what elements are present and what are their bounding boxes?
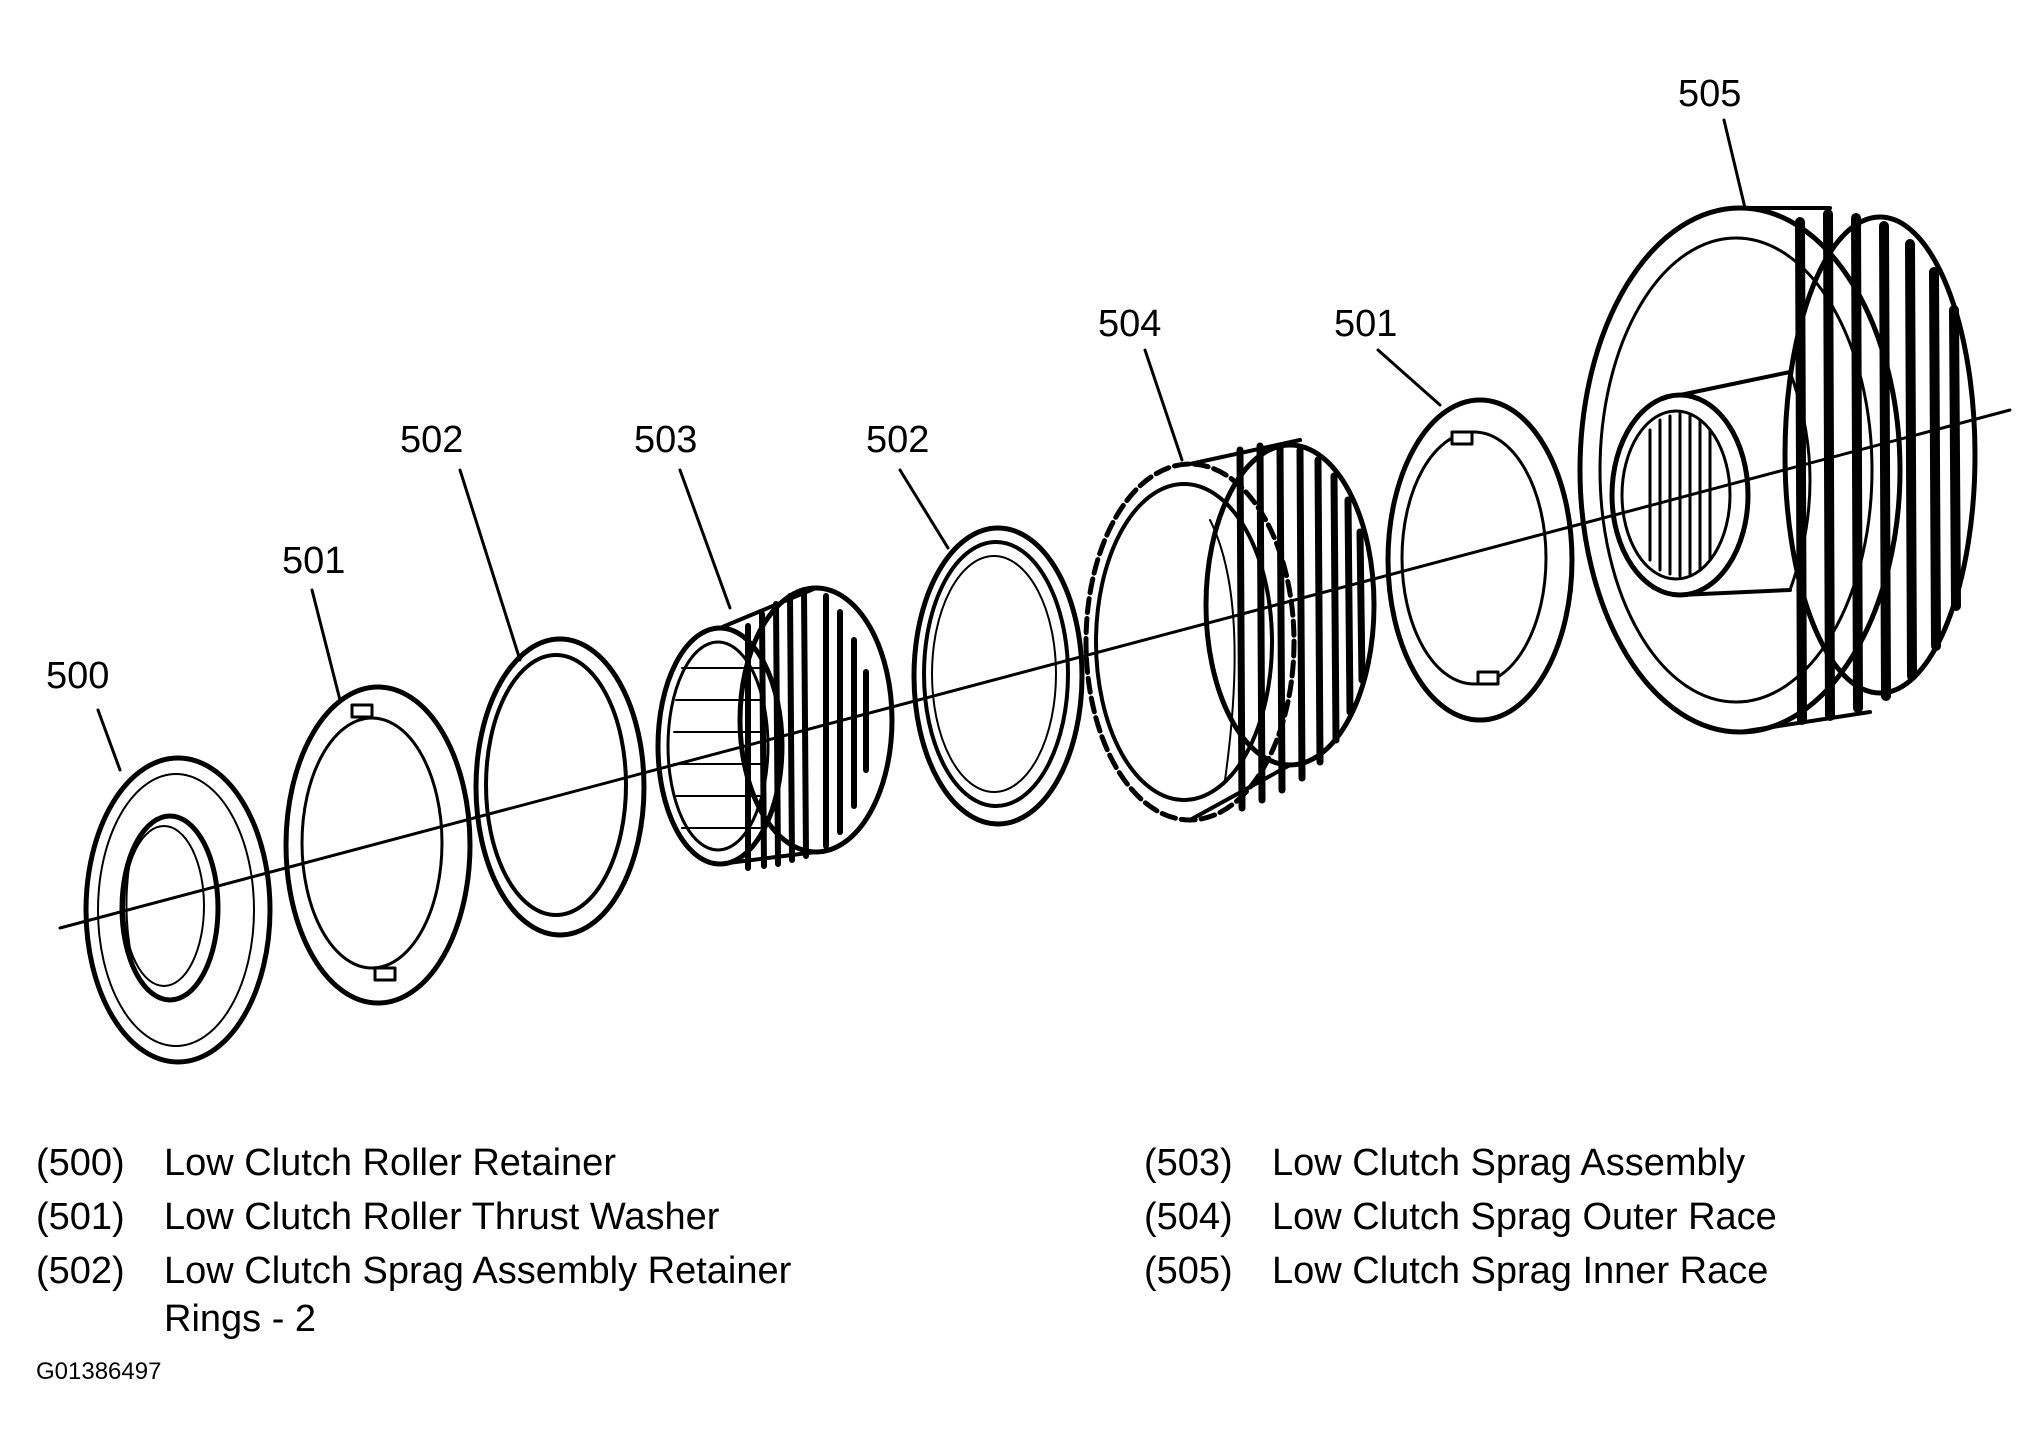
- part-501-thrust-washer-left: [283, 684, 473, 1006]
- leader-500: [96, 708, 122, 772]
- leader-504: [1143, 348, 1184, 462]
- legend-item-501: (501) Low Clutch Roller Thrust Washer: [36, 1190, 791, 1244]
- callout-501-right: 501: [1334, 303, 1397, 345]
- legend-text-wrap: Rings - 2: [164, 1298, 317, 1340]
- legend-code: (505): [1144, 1250, 1233, 1292]
- callout-500: 500: [46, 655, 109, 697]
- legend-left: (500) Low Clutch Roller Retainer (501) L…: [36, 1136, 791, 1346]
- part-501-thrust-washer-right: [1385, 397, 1575, 723]
- callout-501-left: 501: [282, 540, 345, 582]
- callout-504: 504: [1098, 303, 1161, 345]
- leader-501-right: [1376, 348, 1442, 407]
- legend-text: Low Clutch Sprag Outer Race: [1272, 1196, 1777, 1238]
- legend-text: Low Clutch Roller Thrust Washer: [164, 1196, 720, 1238]
- callout-503: 503: [634, 419, 697, 461]
- legend-code: (502): [36, 1250, 125, 1292]
- center-axis: [58, 408, 2012, 930]
- legend-item-504: (504) Low Clutch Sprag Outer Race: [1144, 1190, 1777, 1244]
- part-503-sprag-assembly: [655, 585, 895, 871]
- legend-code: (501): [36, 1196, 125, 1238]
- legend-code: (500): [36, 1142, 125, 1184]
- legend-text: Low Clutch Sprag Assembly: [1272, 1142, 1746, 1184]
- part-505-sprag-inner-race: [1577, 205, 1978, 735]
- legend-item-502: (502) Low Clutch Sprag Assembly Retainer: [36, 1244, 791, 1298]
- legend-item-503: (503) Low Clutch Sprag Assembly: [1144, 1136, 1777, 1190]
- part-500-roller-retainer: [83, 755, 273, 1065]
- leader-502-right: [898, 468, 950, 550]
- legend-text: Low Clutch Sprag Assembly Retainer: [164, 1250, 792, 1292]
- leader-505: [1722, 118, 1747, 210]
- legend-code: (504): [1144, 1196, 1233, 1238]
- leader-501-left: [310, 588, 342, 702]
- legend-item-505: (505) Low Clutch Sprag Inner Race: [1144, 1244, 1777, 1298]
- callout-502-right: 502: [866, 419, 929, 461]
- legend-text: Low Clutch Roller Retainer: [164, 1142, 616, 1184]
- legend-item-502-continued: Rings - 2: [36, 1292, 791, 1346]
- callout-502-left: 502: [400, 419, 463, 461]
- callout-505: 505: [1678, 73, 1741, 115]
- legend-item-500: (500) Low Clutch Roller Retainer: [36, 1136, 791, 1190]
- part-502-retainer-ring-left: [473, 636, 647, 938]
- part-504-sprag-outer-race: [1083, 438, 1377, 823]
- part-502-retainer-ring-right: [911, 525, 1085, 827]
- legend-right: (503) Low Clutch Sprag Assembly (504) Lo…: [1144, 1136, 1777, 1298]
- legend-code: (503): [1144, 1142, 1233, 1184]
- leader-502-left: [458, 468, 522, 662]
- leader-503: [678, 468, 732, 610]
- figure-id: G01386497: [36, 1358, 162, 1385]
- legend-text: Low Clutch Sprag Inner Race: [1272, 1250, 1769, 1292]
